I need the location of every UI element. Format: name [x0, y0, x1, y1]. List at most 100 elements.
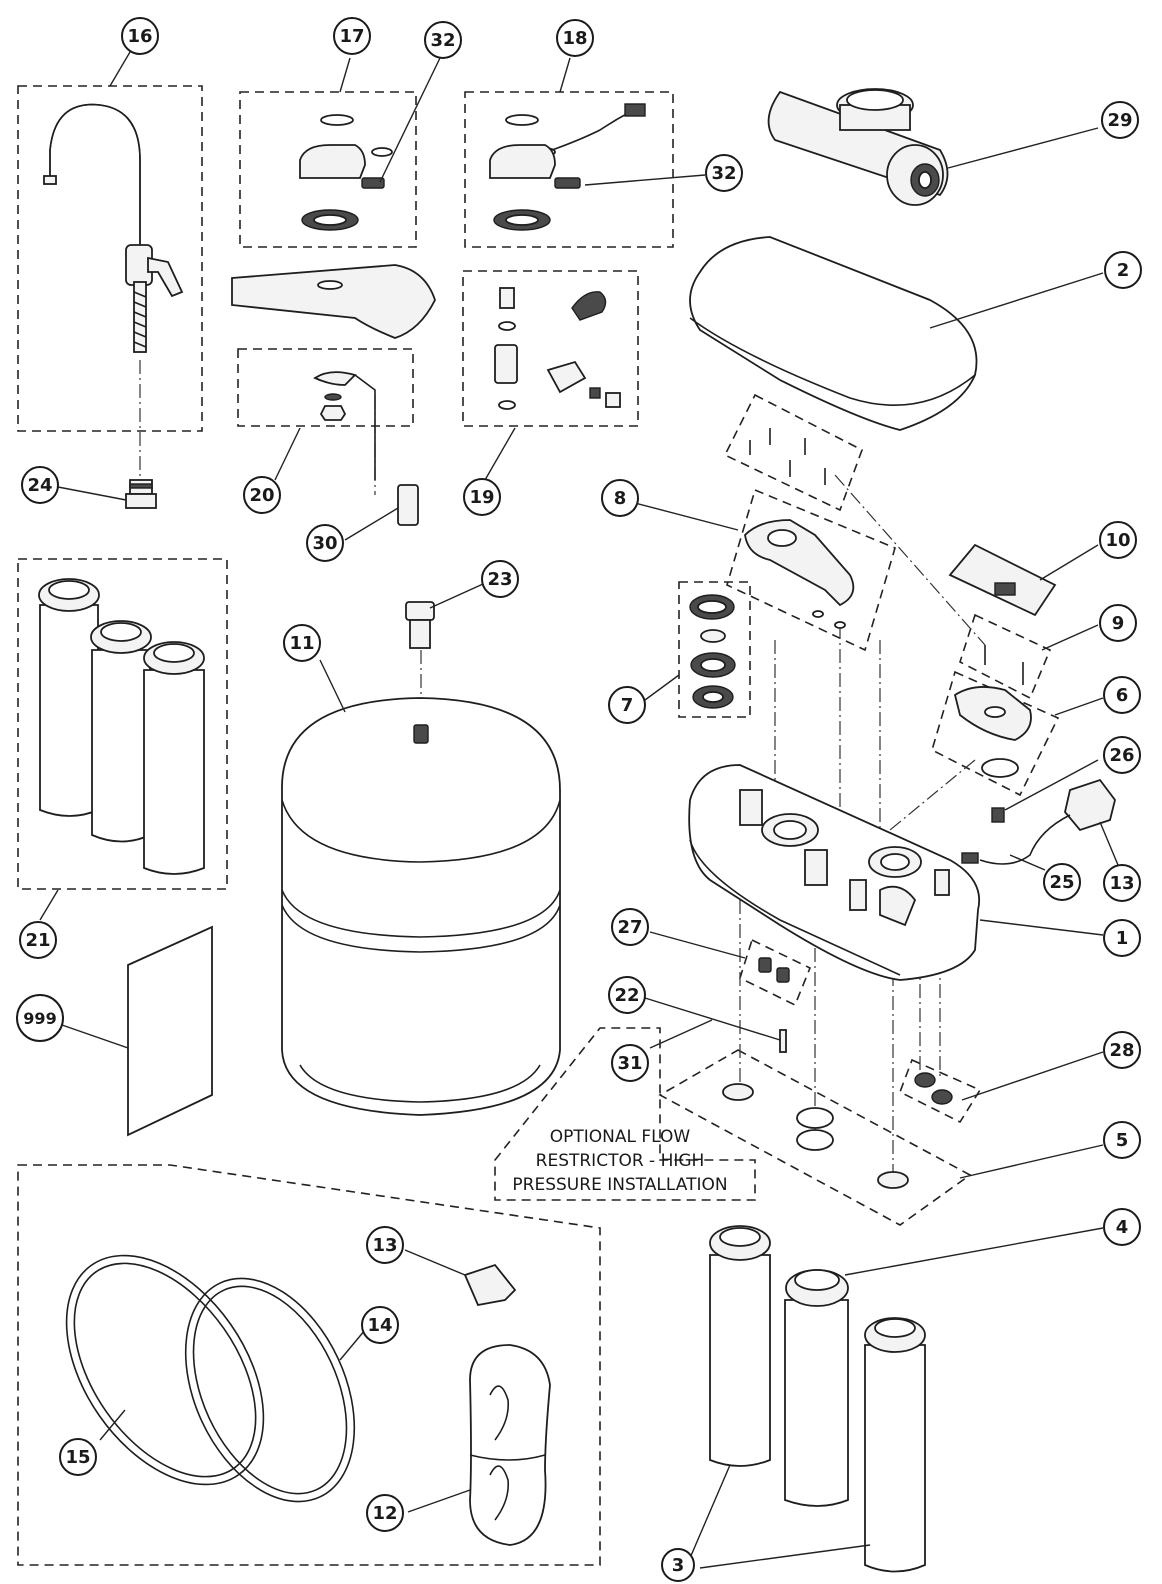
leader-15 — [99, 1409, 126, 1441]
leader-1 — [979, 919, 1104, 936]
leader-23 — [429, 583, 484, 609]
leader-25 — [1009, 854, 1046, 871]
leader-26 — [1004, 759, 1099, 811]
leader-32b — [584, 174, 706, 186]
leader-5 — [959, 1144, 1104, 1179]
svg-text:18: 18 — [562, 28, 587, 49]
callout-21: 21 — [19, 921, 57, 959]
svg-text:3: 3 — [672, 1555, 685, 1576]
callout-12: 12 — [366, 1494, 404, 1532]
part-9-box — [959, 613, 1052, 700]
callout-31: 31 — [611, 1044, 649, 1082]
svg-text:9: 9 — [1112, 613, 1125, 634]
svg-text:19: 19 — [469, 487, 494, 508]
drain-saddle-part — [767, 88, 949, 206]
mounting-block-part — [231, 264, 436, 339]
callout-22: 22 — [608, 976, 646, 1014]
callout-26: 26 — [1103, 736, 1141, 774]
adapter-part — [125, 479, 157, 509]
cover-part — [689, 236, 978, 431]
callout-3: 3 — [661, 1548, 695, 1582]
callout-27: 27 — [611, 908, 649, 946]
callout-32-right: 32 — [705, 154, 743, 192]
leader-21 — [39, 889, 59, 921]
leader-30 — [344, 507, 399, 541]
part-27-box — [739, 938, 812, 1007]
leader-19 — [484, 427, 516, 481]
leader-3a — [689, 1464, 731, 1559]
svg-text:12: 12 — [372, 1503, 397, 1524]
svg-text:999: 999 — [23, 1009, 56, 1028]
callout-25: 25 — [1043, 863, 1081, 901]
leader-6 — [1054, 697, 1104, 716]
leader-16 — [109, 51, 131, 87]
leader-17 — [339, 57, 351, 93]
callout-8: 8 — [601, 479, 639, 517]
svg-text:20: 20 — [249, 485, 274, 506]
filter-set-3-4 — [709, 1225, 926, 1573]
callout-2: 2 — [1104, 251, 1142, 289]
part-23 — [405, 601, 435, 649]
p9-chain-line — [834, 474, 986, 646]
leader-20 — [274, 427, 301, 481]
note-line-3: PRESSURE INSTALLATION — [512, 1175, 727, 1195]
svg-text:14: 14 — [367, 1315, 392, 1336]
part-20-components — [313, 371, 376, 480]
part-30 — [397, 484, 419, 526]
leader-8 — [634, 502, 739, 531]
callout-20: 20 — [243, 476, 281, 514]
part-18-components — [489, 103, 646, 231]
part-19-components — [494, 287, 621, 410]
callout-19: 19 — [463, 478, 501, 516]
callout-13-right: 13 — [1103, 864, 1141, 902]
leader-11 — [319, 659, 346, 713]
svg-text:23: 23 — [487, 569, 512, 590]
leader-9 — [1041, 624, 1099, 651]
part-7-box — [678, 581, 751, 718]
svg-text:17: 17 — [339, 26, 364, 47]
svg-text:29: 29 — [1107, 110, 1132, 131]
leader-999 — [61, 1024, 129, 1049]
leader-29 — [947, 127, 1099, 169]
part-28-components — [914, 1072, 953, 1105]
callout-999: 999 — [16, 994, 64, 1042]
leader-13a — [1099, 821, 1119, 866]
svg-text:1: 1 — [1116, 928, 1129, 949]
svg-text:21: 21 — [25, 930, 50, 951]
svg-text:5: 5 — [1116, 1130, 1129, 1151]
faucet-part — [43, 103, 184, 353]
part-17-components — [299, 114, 393, 231]
sensor-cable-part — [961, 778, 1116, 865]
svg-text:31: 31 — [617, 1053, 642, 1074]
manual-part — [127, 925, 213, 1137]
part-26 — [991, 807, 1005, 823]
filter-clip-part — [469, 1344, 551, 1546]
leader-27 — [649, 931, 746, 959]
svg-text:32: 32 — [430, 30, 455, 51]
base-housing-part — [688, 764, 980, 981]
part-screws-box — [723, 393, 863, 512]
part-20-box — [237, 348, 414, 427]
part-5-box — [658, 1049, 972, 1226]
part-28-box — [898, 1058, 982, 1124]
callout-13-bottom: 13 — [366, 1226, 404, 1264]
leader-3b — [699, 1544, 871, 1569]
note-line-2: RESTRICTOR - HIGH — [536, 1151, 705, 1171]
leader-22 — [644, 997, 781, 1041]
filter-set-21 — [38, 578, 205, 875]
part-18-box — [464, 91, 674, 248]
screws-group — [749, 428, 826, 485]
manifold-part — [744, 519, 855, 629]
part-8-box — [726, 488, 896, 652]
svg-text:13: 13 — [372, 1235, 397, 1256]
callout-17: 17 — [333, 17, 371, 55]
flow-restrictor-note-box — [494, 1027, 756, 1201]
callout-6: 6 — [1103, 676, 1141, 714]
storage-tank-part — [281, 697, 561, 1116]
callout-9: 9 — [1099, 604, 1137, 642]
callout-14: 14 — [361, 1306, 399, 1344]
leader-28 — [961, 1051, 1104, 1101]
leader-2 — [929, 272, 1104, 329]
callout-18: 18 — [556, 19, 594, 57]
part-6-components — [953, 686, 1032, 778]
